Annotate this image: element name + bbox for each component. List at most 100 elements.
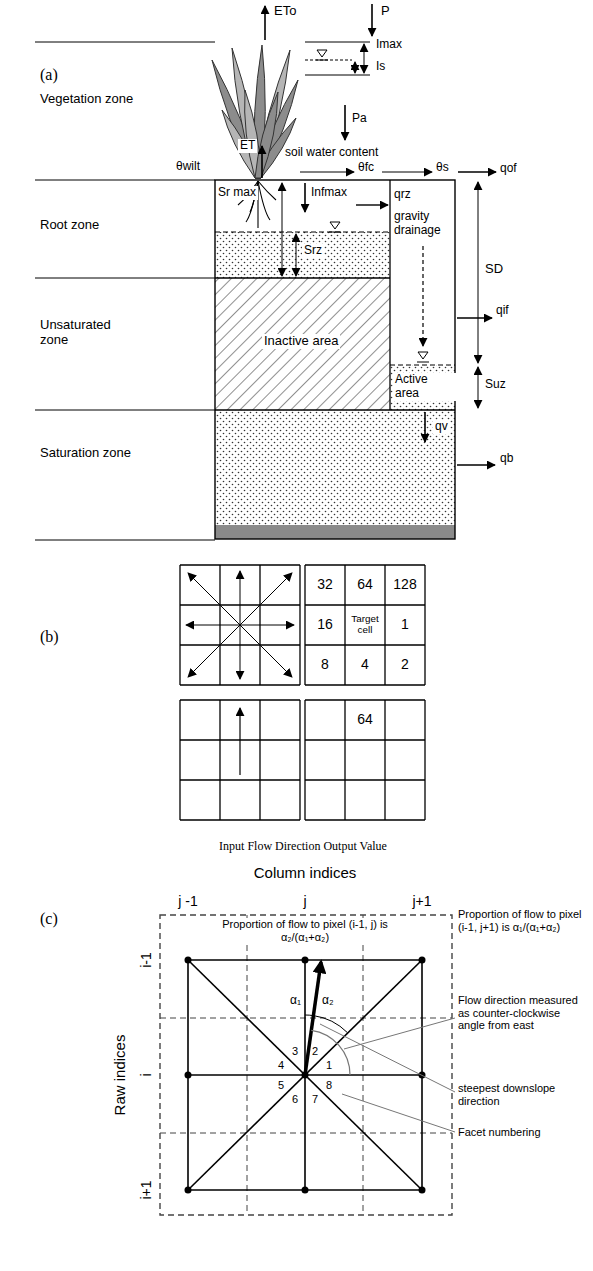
- direction-arrow: [240, 571, 241, 625]
- grid-cell: 16: [305, 605, 345, 645]
- grid-line: [344, 700, 345, 820]
- grid-line: [384, 700, 385, 820]
- flux-arrow: [264, 6, 266, 40]
- grid-cell: 64: [345, 700, 385, 740]
- annotation-label: 3: [292, 1045, 298, 1058]
- direction-arrow: [240, 625, 292, 677]
- neighbourhood-box: [160, 915, 452, 1215]
- flux-arrow: [261, 146, 263, 178]
- cell-value: 4: [361, 657, 369, 672]
- cell-value: Target cell: [345, 614, 385, 636]
- annotation-label: 7: [312, 1093, 318, 1106]
- annotation-label: Saturation zone: [40, 446, 140, 461]
- pixel-centre: [185, 957, 192, 964]
- annotation-label: 1: [326, 1059, 332, 1072]
- pixel-centre: [419, 957, 426, 964]
- annotation-label: j -1: [178, 893, 197, 909]
- plant-root: [258, 181, 276, 200]
- annotation-label: j+1: [412, 893, 431, 909]
- plant-leaf: [255, 92, 278, 178]
- angle-arc: [311, 1030, 350, 1075]
- interception-level: [305, 75, 370, 76]
- plant-leaf: [255, 80, 298, 178]
- pixel-centre: [185, 1187, 192, 1194]
- annotation-label: 6: [292, 1093, 298, 1106]
- annotation-label: 8: [326, 1079, 332, 1092]
- cell-value: 64: [357, 577, 373, 592]
- annotation-label: Column indices: [254, 864, 357, 881]
- grid-line: [304, 700, 305, 820]
- annotation-label: Suz: [485, 378, 506, 392]
- panel-label: (a): [40, 66, 58, 84]
- grid-line: [180, 699, 300, 700]
- water-table-symbol: [418, 352, 428, 359]
- grid-line: [299, 700, 300, 820]
- cell-value: 32: [317, 577, 333, 592]
- grid-line: [424, 700, 425, 820]
- flux-arrow: [458, 171, 496, 172]
- interception-level: [305, 60, 352, 61]
- grid-line: [179, 565, 180, 685]
- panel-label: (c): [40, 910, 58, 928]
- grid-line: [179, 700, 180, 820]
- annotation-label: 2: [312, 1045, 318, 1058]
- panel-label: (b): [40, 628, 59, 646]
- flux-arrow: [457, 317, 492, 318]
- pixel-centre: [302, 957, 309, 964]
- dimension-arrow: [296, 234, 297, 276]
- annotation-label: Raw indices: [111, 1035, 128, 1116]
- zone-divider: [35, 540, 215, 541]
- axis-arrow: [382, 172, 432, 173]
- grid-line: [305, 644, 425, 645]
- grid-line: [180, 779, 300, 780]
- zone-divider: [35, 278, 215, 279]
- grid-cell: 4: [345, 645, 385, 685]
- annotation-label: P: [381, 4, 390, 19]
- grid-line: [180, 684, 300, 685]
- pixel-boundary: [160, 1018, 452, 1019]
- annotation-label: α₁: [290, 994, 301, 1008]
- zone-divider: [35, 180, 215, 181]
- water-table-symbol: [329, 232, 341, 233]
- flux-arrow: [344, 105, 346, 140]
- annotation-label: θs: [436, 161, 449, 175]
- annotation-label: qv: [433, 420, 450, 434]
- annotation-label: Proportion of flow to pixel (i-1, j) is …: [198, 918, 412, 943]
- flux-arrow: [457, 464, 495, 465]
- annotation-label: Srz: [302, 244, 324, 258]
- annotation-label: Facet numbering: [458, 1126, 588, 1139]
- annotation-label: qif: [496, 304, 509, 318]
- grid-line: [305, 604, 425, 605]
- annotation-label: 4: [278, 1059, 284, 1072]
- leader-line: [342, 1094, 455, 1132]
- cell-value: 8: [321, 657, 329, 672]
- annotation-label: θfc: [358, 161, 374, 175]
- annotation-label: j: [303, 893, 306, 909]
- pixel-centre: [419, 1187, 426, 1194]
- grid-line: [424, 565, 425, 685]
- grid-cell: Target cell: [345, 605, 385, 645]
- grid-cell: 32: [305, 565, 345, 605]
- soil-column: [215, 180, 455, 539]
- column-divider: [389, 180, 390, 410]
- axis-arrow: [300, 172, 354, 173]
- grid-line: [305, 699, 425, 700]
- cell-value: 128: [393, 577, 416, 592]
- cell-value: 64: [357, 712, 373, 727]
- direction-arrow: [240, 625, 294, 626]
- inactive-area-hatch: [215, 278, 390, 410]
- cell-value: 1: [401, 617, 409, 632]
- annotation-label: ET: [238, 139, 257, 153]
- grid-line: [305, 739, 425, 740]
- annotation-label: i: [138, 1073, 154, 1076]
- grid-cell: 64: [345, 565, 385, 605]
- facet-edge: [188, 960, 422, 1190]
- grid-line: [180, 819, 300, 820]
- annotation-label: i+1: [138, 1180, 154, 1199]
- water-table-symbol: [417, 362, 429, 363]
- flow-direction-arrow: [305, 962, 321, 1075]
- grid-line: [384, 565, 385, 685]
- zone-boundary: [215, 277, 390, 278]
